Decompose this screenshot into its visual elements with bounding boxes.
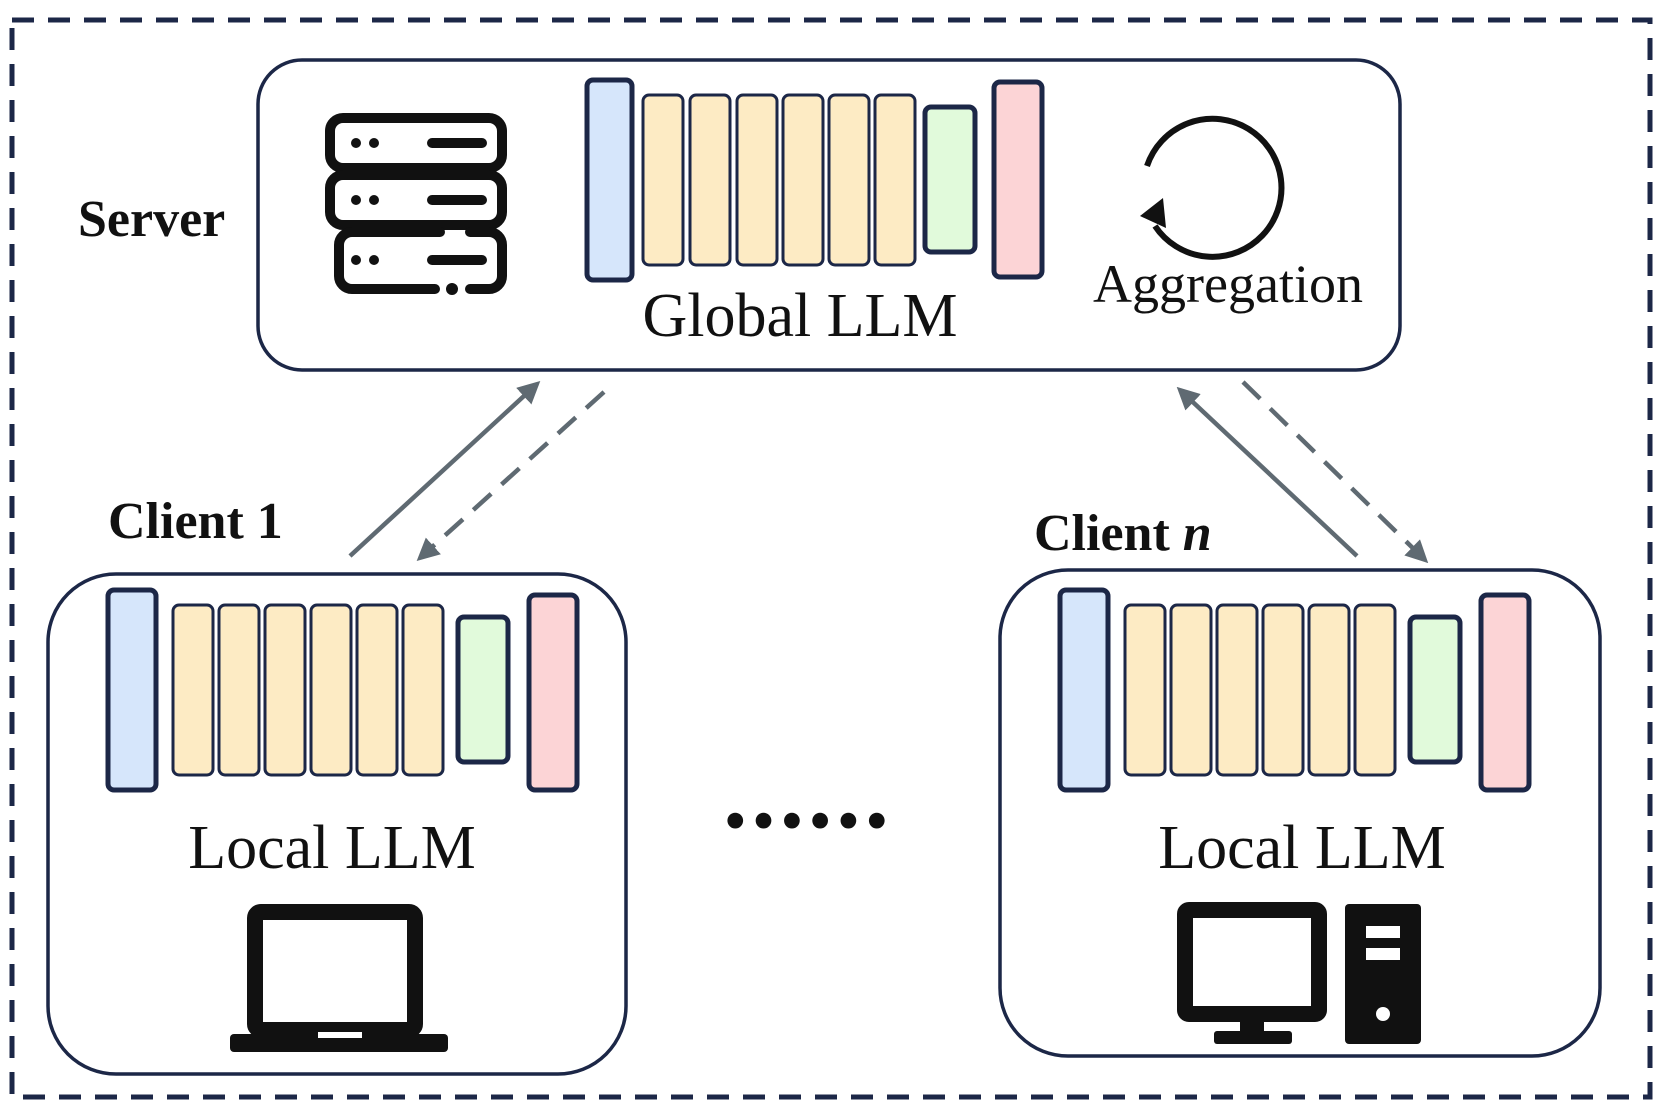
laptop-icon xyxy=(230,904,448,1052)
more-clients-ellipsis: •••••• xyxy=(725,788,895,853)
client-n-block-layer-2 xyxy=(1123,603,1167,777)
global-llm-block-layer-5 xyxy=(781,93,825,267)
client-n-block-layer-6 xyxy=(1307,603,1351,777)
global-llm-block-layer-2 xyxy=(641,93,685,267)
client-n-embedding-layer-1 xyxy=(1057,587,1111,793)
client-1-block-layer-2 xyxy=(171,603,215,777)
client-1-panel: Client 1 Local LLM xyxy=(46,493,628,1076)
client-n-adapter-layer-8 xyxy=(1407,614,1463,765)
upload-arrow-client-1 xyxy=(348,380,541,558)
client-1-block-layer-7 xyxy=(401,603,445,777)
client-n-block-layer-7 xyxy=(1353,603,1397,777)
global-llm-layers xyxy=(584,77,1045,283)
upload-arrow-client-n xyxy=(1176,386,1359,558)
client-n-block-layer-5 xyxy=(1261,603,1305,777)
client-1-embedding-layer-1 xyxy=(105,587,159,793)
global-llm-block-layer-6 xyxy=(827,93,871,267)
global-llm-label: Global LLM xyxy=(642,282,957,350)
client-1-block-layer-6 xyxy=(355,603,399,777)
client-1-head-layer-9 xyxy=(526,592,580,793)
client-n-panel: Client n Local LLM xyxy=(998,505,1602,1058)
aggregation-label: Aggregation xyxy=(1093,254,1363,314)
client-n-label-prefix: Client xyxy=(1034,505,1183,562)
download-arrow-client-n xyxy=(1241,380,1429,564)
desktop-computer-icon xyxy=(1177,902,1421,1044)
global-llm-embedding-layer-1 xyxy=(584,77,635,283)
client-n-head-layer-9 xyxy=(1478,592,1532,793)
global-llm-head-layer-9 xyxy=(991,79,1045,280)
global-llm-block-layer-3 xyxy=(688,93,732,267)
download-arrow-client-1 xyxy=(416,390,606,562)
client-1-adapter-layer-8 xyxy=(455,614,511,765)
client-1-block-layer-4 xyxy=(263,603,307,777)
client-n-label: Client n xyxy=(1034,505,1212,562)
client-1-label-index: 1 xyxy=(257,493,283,550)
client-1-block-layer-3 xyxy=(217,603,261,777)
client-n-block-layer-3 xyxy=(1169,603,1213,777)
server-rack-icon xyxy=(325,113,507,295)
client-1-label: Client 1 xyxy=(108,493,283,550)
client-1-local-llm-label: Local LLM xyxy=(188,814,476,882)
server-panel: Server Global LLM Aggregation xyxy=(78,58,1402,372)
outer-dashed-frame xyxy=(9,17,1653,1100)
client-1-block-layer-5 xyxy=(309,603,353,777)
aggregation-refresh-icon xyxy=(1140,115,1285,260)
client-n-label-index: n xyxy=(1183,505,1212,562)
global-llm-block-layer-7 xyxy=(873,93,917,267)
global-llm-block-layer-4 xyxy=(735,93,779,267)
global-llm-adapter-layer-8 xyxy=(922,104,978,255)
server-label: Server xyxy=(78,191,225,248)
client-n-local-llm-label: Local LLM xyxy=(1158,814,1446,882)
communication-arrows xyxy=(348,380,1429,564)
client-n-block-layer-4 xyxy=(1215,603,1259,777)
client-n-local-llm-layers xyxy=(1057,587,1532,793)
client-1-local-llm-layers xyxy=(105,587,580,793)
client-1-label-prefix: Client xyxy=(108,493,257,550)
